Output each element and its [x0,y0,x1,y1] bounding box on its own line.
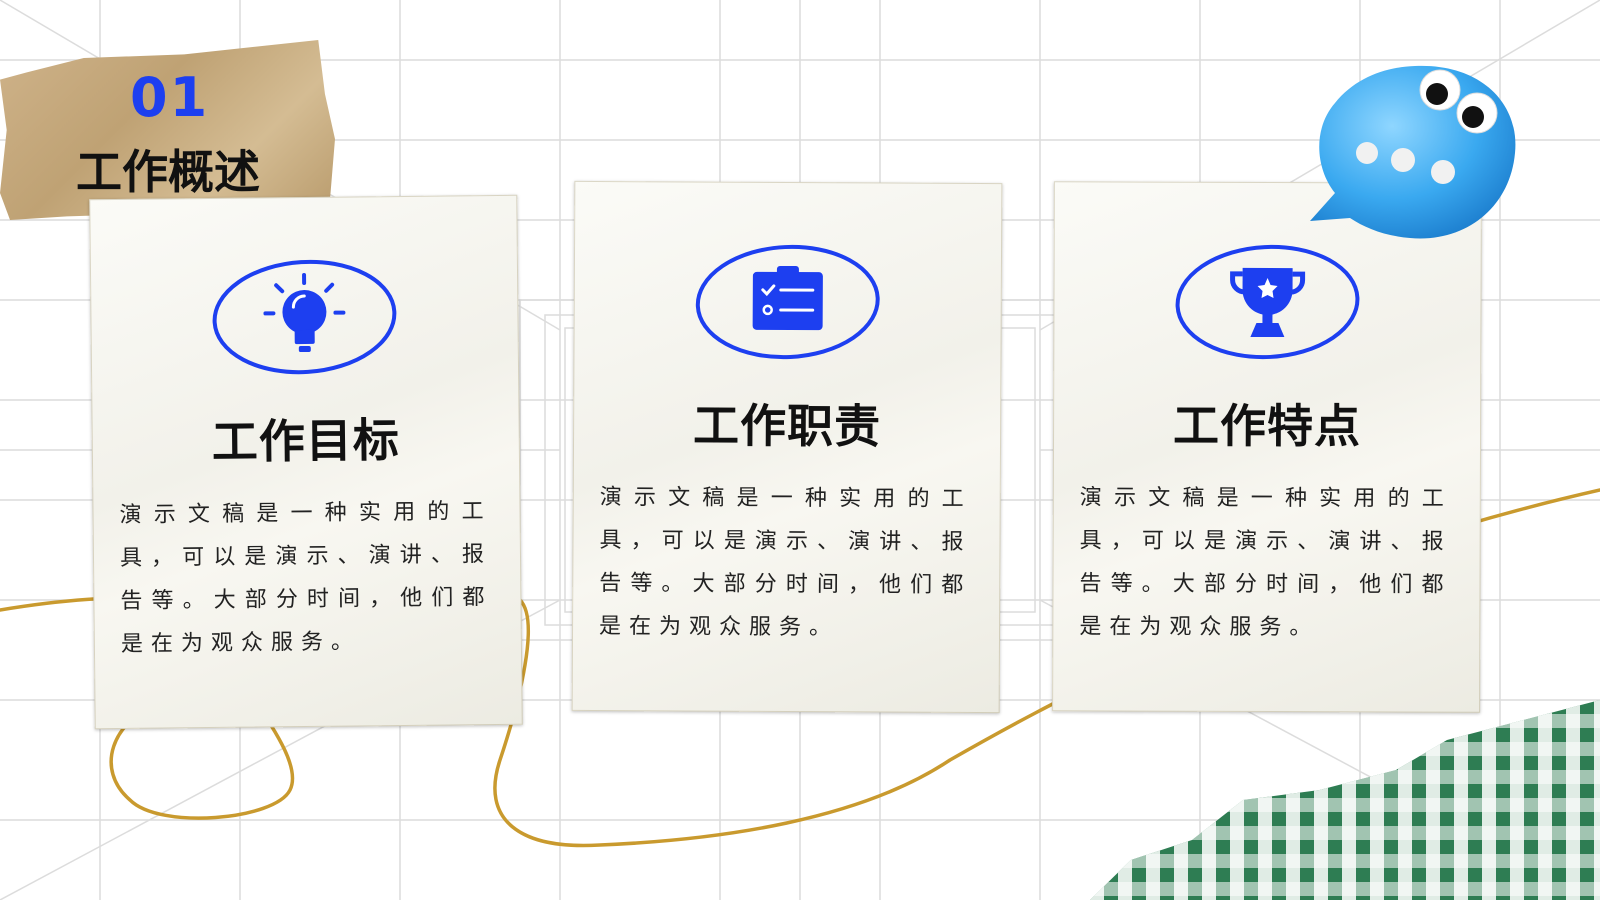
section-number: 01 [130,66,210,129]
card-body-text: 演示文稿是一种实用的工具，可以是演示、演讲、报告等。大部分时间，他们都是在为观众… [598,485,972,641]
card-icon-frame [1172,242,1362,363]
section-tag-paper [0,40,335,220]
lightbulb-icon [263,273,346,353]
trophy-icon [1230,267,1306,338]
card-title: 工作目标 [211,413,401,469]
card-duties: 工作职责 演示文稿是一种实用的工具，可以是演示、演讲、报告等。大部分时间，他们都… [571,180,1003,714]
card-body-text: 演示文稿是一种实用的工具，可以是演示、演讲、报告等。大部分时间，他们都是在为观众… [1079,485,1452,641]
card-icon-frame [692,242,883,363]
speech-bubble-sticker [1310,65,1516,239]
card-icon-frame [209,256,400,378]
card-title: 工作职责 [692,398,882,454]
checklist-icon [752,265,823,331]
card-features: 工作特点 演示文稿是一种实用的工具，可以是演示、演讲、报告等。大部分时间，他们都… [1052,181,1482,713]
card-title: 工作特点 [1172,398,1362,454]
card-body-text: 演示文稿是一种实用的工具，可以是演示、演讲、报告等。大部分时间，他们都是在为观众… [119,499,493,657]
section-title: 工作概述 [76,145,260,199]
card-goal: 工作目标 演示文稿是一种实用的工具，可以是演示、演讲、报告等。大部分时间，他们都… [89,194,523,730]
